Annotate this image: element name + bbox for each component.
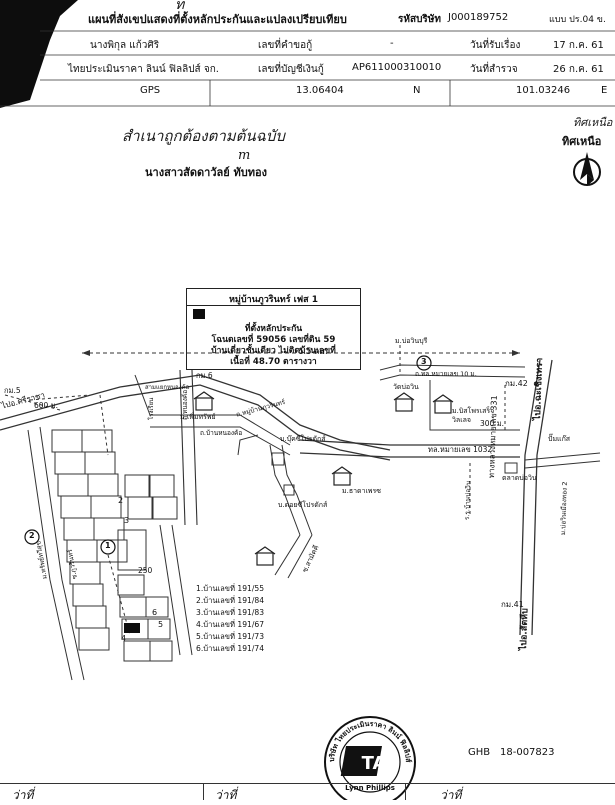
- seal-logo-text: TA: [362, 753, 387, 774]
- company-seal: บริษัท ไทยประเมินราคา ลินน์ ฟิลลิปส์ จำก…: [320, 712, 420, 800]
- map-label-intersection: สามแยกหนองค้อ: [145, 384, 190, 391]
- lot-number-2: 2: [118, 496, 124, 505]
- map-label-to-sattahip: ไปอ.สัตหีบ: [518, 608, 531, 651]
- ghb-label: GHB: [468, 747, 491, 758]
- map-dist-top: 6.5 กม.: [298, 347, 328, 357]
- map-label-mall: ม.บิสโพรเสร็จ วิลเลจ: [452, 407, 495, 424]
- map-label-school-side: ร.ร.บ้านบ่อวิน: [462, 480, 473, 521]
- map-label-village-sara: ม.ธาดาเพรซ: [342, 487, 382, 495]
- circle-number-1: 1: [105, 541, 111, 550]
- map-label-road-1032: ทล.หมายเลข 1032: [428, 445, 493, 454]
- legend-item-2: 2.บ้านเลขที่ 191/84: [196, 596, 265, 605]
- signature-2: ว่าที่: [215, 788, 237, 802]
- legend-item-1: 1.บ้านเลขที่ 191/55: [196, 584, 265, 593]
- map-km41: กม.41: [501, 600, 524, 609]
- map-dist-600: 600 ม.: [34, 401, 59, 410]
- collateral-marker-icon: [193, 309, 205, 319]
- map-label-road-vertical: ถ.หนองค้อ: [181, 389, 189, 420]
- map-label-market: ตลาดบ่อวิน: [502, 474, 537, 482]
- survey-date-value: 26 ก.ค. 61: [553, 64, 604, 75]
- request-no-value: -: [390, 38, 394, 49]
- request-no-label: เลขที่คำขอกู้: [258, 40, 313, 51]
- signature-divider-2: [405, 783, 406, 800]
- map-label-left-building: โรงเรียน: [148, 397, 155, 420]
- map-label-to-chachoengsao: ไปอ.ฉะเชิงเทรา: [532, 357, 546, 421]
- survey-date-label: วันที่สำรวจ: [470, 64, 518, 75]
- map-label-gas: ปั๊มแก๊ส: [548, 435, 571, 443]
- handwritten-mark: m: [238, 148, 251, 163]
- map-km5: กม.5: [4, 386, 21, 395]
- gps-lat: 13.06404: [296, 85, 344, 96]
- doc-title: แผนที่สังเขปแสดงที่ตั้งหลักประกันและแปลง…: [88, 13, 347, 26]
- house-icons: [193, 391, 454, 566]
- map-km42: กม.42: [505, 379, 528, 388]
- location-map: [0, 345, 601, 681]
- map-label-road-village-mid: ถ.บ้านหนองค้อ: [200, 429, 243, 437]
- lot-number-3: 3: [124, 516, 130, 525]
- north-handwritten: ทิศเหนือ: [573, 116, 613, 129]
- map-label-top-road: ถ.ทล.หมายเลข 10 ม.: [415, 370, 477, 378]
- circle-number-2: 2: [29, 531, 35, 540]
- gps-lon-dir: E: [601, 85, 608, 96]
- header-table-lines: [0, 0, 615, 108]
- map-km6: กม.6: [196, 371, 213, 380]
- seal-bottom-text: Lynn Phillips: [345, 784, 395, 792]
- signature-strip-line: [0, 783, 615, 784]
- ghb-code: 18-007823: [500, 747, 555, 758]
- north-arrow-icon: [573, 152, 601, 186]
- gps-label: GPS: [140, 85, 161, 96]
- info-box-line2: โฉนดเลขที่ 59056 เลขที่ดิน 59: [211, 335, 336, 345]
- legend-item-5: 5.บ้านเลขที่ 191/73: [196, 632, 265, 641]
- signature-3: ว่าที่: [440, 788, 462, 802]
- header-table: [0, 0, 615, 108]
- gps-lon: 101.03246: [516, 85, 571, 96]
- owner-name: นางสาวสัดดาวัลย์ ทับทอง: [145, 166, 267, 179]
- borrower-name: นางพิกุล แก้วศิริ: [90, 40, 160, 51]
- received-date-label: วันที่รับเรื่อง: [470, 40, 521, 51]
- target-lot-marker: [124, 623, 140, 633]
- map-dist-250: 250: [138, 566, 153, 575]
- gps-lat-dir: N: [413, 85, 421, 96]
- lot-number-6: 6: [152, 608, 158, 617]
- company-code: J000189752: [448, 12, 509, 23]
- top-scrawl: ท: [175, 0, 185, 13]
- info-box-line4: เนื้อที่ 48.70 ตารางวา: [230, 357, 317, 367]
- company-code-label: รหัสบริษัท: [398, 14, 441, 25]
- signature-1: ว่าที่: [12, 788, 34, 802]
- highway-331: [519, 359, 541, 636]
- lot-number-4: 4: [121, 634, 127, 643]
- info-box-line1: ที่ตั้งหลักประกัน: [244, 324, 303, 334]
- map-label-village-right-lower: ม.บ่อวินเมืองทอง 2: [558, 481, 569, 536]
- lot-number-5: 5: [158, 620, 164, 629]
- lot-grid-left: [51, 429, 128, 651]
- form-label: แบบ ปร.04 ข.: [549, 15, 606, 25]
- map-label-village-lower: บ.ดอยซีโปรดักส์: [278, 501, 328, 509]
- circle-number-3: 3: [421, 357, 427, 366]
- lot-grid-right: [117, 474, 178, 662]
- legend-item-6: 6.บ้านเลขที่ 191/74: [196, 644, 265, 653]
- collateral-info-box: หมู่บ้านภูวรินทร์ เฟส 1 ที่ตั้งหลักประกั…: [186, 288, 361, 370]
- signature-divider-1: [203, 783, 204, 800]
- north-label: ทิศเหนือ: [562, 135, 602, 148]
- map-label-village-left: ม.เพิ่มทรัพย์: [180, 413, 216, 421]
- map-label-village-top: ม.บ่อวินบุรี: [395, 337, 428, 345]
- road-1032: [299, 439, 520, 446]
- legend-item-4: 4.บ้านเลขที่ 191/67: [196, 620, 265, 629]
- received-date-value: 17 ก.ค. 61: [553, 40, 604, 51]
- map-label-temple: วัดบ่อวิน: [393, 383, 419, 391]
- map-dist-300: 300 ม.: [480, 419, 505, 428]
- loan-account-value: AP611000310010: [352, 62, 442, 73]
- legend-item-3: 3.บ้านเลขที่ 191/83: [196, 608, 265, 617]
- main-road: [0, 374, 391, 451]
- map-label-village-center: บ.บุ๊คซีโปรดักส์: [280, 435, 326, 443]
- gps-row-label: มา: [52, 88, 65, 99]
- info-box-line3: บ้านเดี่ยวชั้นเดียว ไม่ติดบ้านเลขที่: [211, 346, 336, 356]
- info-box-title: หมู่บ้านภูวรินทร์ เฟส 1: [229, 295, 318, 305]
- info-box-divider: [187, 305, 360, 306]
- seal-icon: บริษัท ไทยประเมินราคา ลินน์ ฟิลลิปส์ จำก…: [320, 712, 416, 800]
- loan-account-label: เลขที่บัญชีเงินกู้: [258, 64, 324, 75]
- appraiser-company: ไทยประเมินราคา ลินน์ ฟิลลิปส์ จก.: [68, 64, 219, 75]
- certified-copy-handwriting: สำเนาถูกต้องตามต้นฉบับ: [122, 127, 285, 145]
